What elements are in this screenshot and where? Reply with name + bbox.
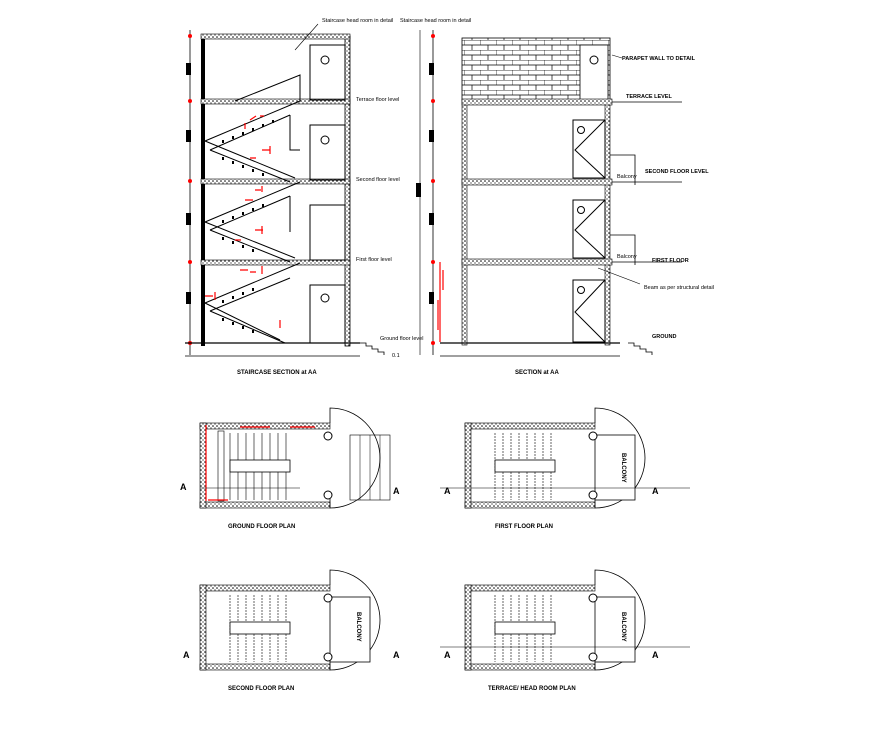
first-plan-mark-right: A xyxy=(652,486,659,496)
section-aa-caption: SECTION at AA xyxy=(515,370,559,376)
level-second-right: SECOND FLOOR LEVEL xyxy=(645,169,709,175)
staircase-section-caption: STAIRCASE SECTION at AA xyxy=(237,370,317,376)
beam-note: Beam as per structural detail xyxy=(644,285,714,291)
second-plan-balcony: BALCONY xyxy=(355,612,361,642)
staircase-section: Staircase head room in detail Terrace fl… xyxy=(185,18,423,376)
section-callout: Staircase head room in detail xyxy=(400,18,471,24)
second-plan-mark-right: A xyxy=(393,650,400,660)
level-ground-right: GROUND xyxy=(652,334,676,340)
first-plan-mark-left: A xyxy=(444,486,451,496)
terrace-plan-caption: TERRACE/ HEAD ROOM PLAN xyxy=(488,686,576,692)
level-label-first: First floor level xyxy=(356,257,392,263)
terrace-plan-mark-right: A xyxy=(652,650,659,660)
level-label-terrace: Terrace floor level xyxy=(356,97,399,103)
second-plan-mark-left: A xyxy=(183,650,190,660)
parapet-label: PARAPET WALL TO DETAIL xyxy=(622,56,696,62)
level-label-second: Second floor level xyxy=(356,177,400,183)
section-aa: Staircase head room in detail PARAPET WA… xyxy=(400,18,714,376)
first-plan-balcony: BALCONY xyxy=(620,453,626,483)
balcony-tag-2: Balcony xyxy=(617,254,637,260)
ground-plan-mark-left: A xyxy=(180,482,187,492)
ground-plan-mark-right: A xyxy=(393,486,400,496)
second-plan-caption: SECOND FLOOR PLAN xyxy=(228,686,294,692)
terrace-plan: BALCONY xyxy=(440,569,690,671)
level-first-right: FIRST FLOOR xyxy=(652,258,689,264)
first-floor-plan: BALCONY xyxy=(440,407,690,509)
staircase-callout: Staircase head room in detail xyxy=(322,18,393,24)
ground-marker: 0.1 xyxy=(392,353,400,359)
first-plan-caption: FIRST FLOOR PLAN xyxy=(495,524,553,530)
ground-plan-caption: GROUND FLOOR PLAN xyxy=(228,524,295,530)
terrace-plan-balcony: BALCONY xyxy=(620,612,626,642)
level-terrace-right: TERRACE LEVEL xyxy=(626,94,672,100)
level-label-ground: Ground floor level xyxy=(380,336,423,342)
second-floor-plan: BALCONY xyxy=(199,569,381,671)
ground-floor-plan xyxy=(199,407,391,509)
terrace-plan-mark-left: A xyxy=(444,650,451,660)
balcony-tag-1: Balcony xyxy=(617,174,637,180)
